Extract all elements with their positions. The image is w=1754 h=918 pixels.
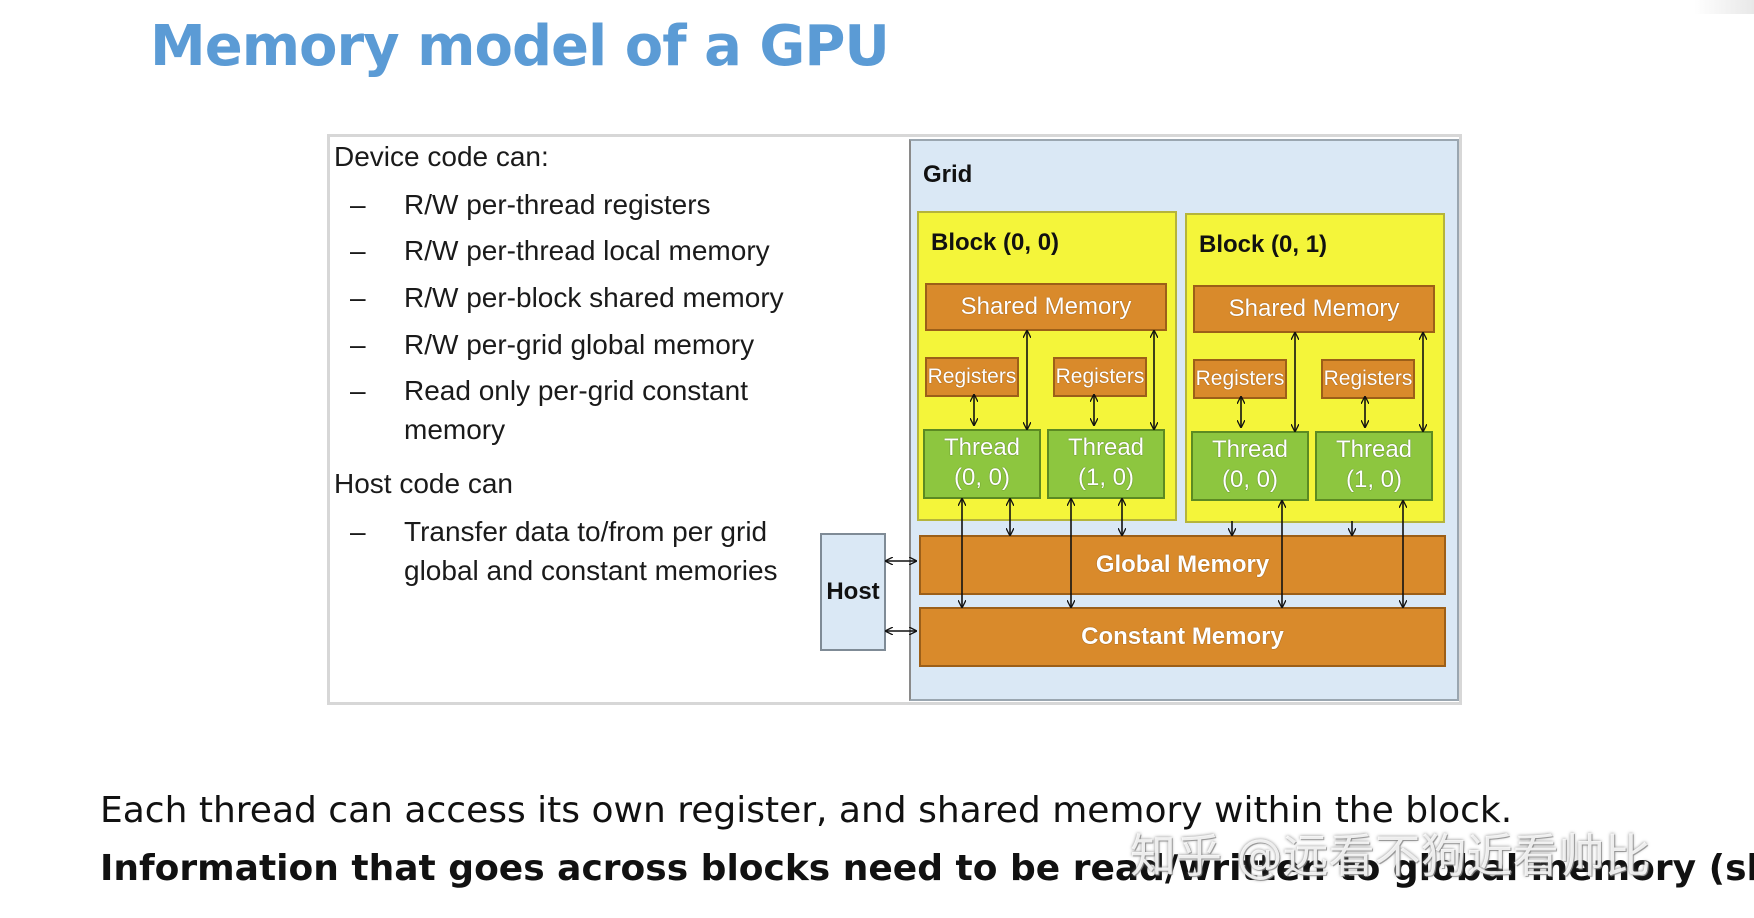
block-label: Block (0, 0) <box>931 229 1060 256</box>
host-item: Transfer data to/from per grid <box>404 516 768 547</box>
host-box: Host <box>820 533 886 651</box>
host-heading: Host code can <box>334 468 513 499</box>
global-memory-box: Global Memory <box>919 535 1446 595</box>
thread-label: Thread <box>1335 436 1413 463</box>
thread-label: Thread <box>943 434 1021 461</box>
grid-label: Grid <box>923 161 973 188</box>
list-dash: – <box>350 329 366 360</box>
grid-panel: Grid Block (0, 0) Shared Memory Register… <box>909 139 1459 701</box>
list-dash: – <box>350 282 366 313</box>
device-item: R/W per-thread registers <box>404 189 711 220</box>
device-item: R/W per-grid global memory <box>404 329 755 360</box>
thread-label: Thread <box>1211 436 1289 463</box>
memory-model-figure: Device code can: – R/W per-thread regist… <box>327 134 1462 705</box>
slide-title: Memory model of a GPU <box>150 14 890 79</box>
thread-box: Thread (1, 0) <box>1047 429 1165 499</box>
thread-index: (1, 0) <box>1345 466 1402 493</box>
device-item: R/W per-block shared memory <box>404 282 784 313</box>
block-0-1: Block (0, 1) Shared Memory Registers Reg… <box>1185 213 1445 523</box>
list-dash: – <box>350 516 366 547</box>
registers-box: Registers <box>1193 359 1287 399</box>
thread-label: Thread <box>1067 434 1145 461</box>
device-item: R/W per-thread local memory <box>404 235 770 266</box>
block-0-0: Block (0, 0) Shared Memory Registers Reg… <box>917 211 1177 521</box>
registers-box: Registers <box>1053 357 1147 397</box>
corner-logo-fragment <box>1694 0 1754 14</box>
registers-box: Registers <box>1321 359 1415 399</box>
list-dash: – <box>350 375 366 406</box>
thread-box: Thread (1, 0) <box>1315 431 1433 501</box>
host-item-continued: global and constant memories <box>404 555 778 586</box>
caption-line-1: Each thread can access its own register,… <box>100 790 1513 831</box>
thread-index: (0, 0) <box>953 464 1010 491</box>
shared-memory-box: Shared Memory <box>1193 285 1435 333</box>
thread-box: Thread (0, 0) <box>1191 431 1309 501</box>
caption-line-2: Information that goes across blocks need… <box>100 848 1754 889</box>
block-label: Block (0, 1) <box>1199 231 1328 258</box>
device-heading: Device code can: <box>334 141 549 172</box>
thread-index: (1, 0) <box>1077 464 1134 491</box>
figure-text-panel: Device code can: – R/W per-thread regist… <box>334 137 910 702</box>
thread-index: (0, 0) <box>1221 466 1278 493</box>
list-dash: – <box>350 235 366 266</box>
shared-memory-box: Shared Memory <box>925 283 1167 331</box>
constant-memory-box: Constant Memory <box>919 607 1446 667</box>
thread-box: Thread (0, 0) <box>923 429 1041 499</box>
watermark-text: 知乎 @远看不狗近看帅比 <box>1130 829 1651 883</box>
registers-box: Registers <box>925 357 1019 397</box>
device-item: Read only per-grid constant <box>404 375 748 406</box>
list-dash: – <box>350 189 366 220</box>
device-item-continued: memory <box>404 414 506 445</box>
